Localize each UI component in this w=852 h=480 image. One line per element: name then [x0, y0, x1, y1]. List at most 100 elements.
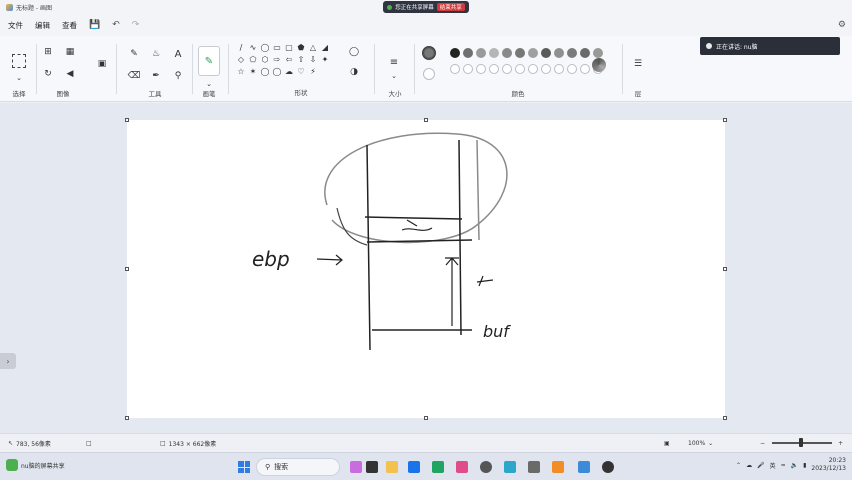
color-swatch[interactable] — [528, 48, 538, 58]
battery-icon[interactable]: ▮ — [803, 461, 807, 469]
windows-start-icon[interactable] — [238, 461, 250, 473]
fill-icon[interactable]: ◑ — [350, 67, 358, 77]
pentagon-shape-icon[interactable]: ⬠ — [249, 54, 257, 64]
tray-app-icon[interactable]: ☁ — [746, 461, 753, 469]
star4-shape-icon[interactable]: ✦ — [321, 54, 329, 64]
resize-handle[interactable] — [125, 416, 129, 420]
line-shape-icon[interactable]: ∕ — [239, 42, 243, 52]
layers-icon[interactable]: ☰ — [633, 59, 643, 69]
zoom-in-icon[interactable]: + — [838, 439, 844, 447]
arrow-right-shape-icon[interactable]: ⇨ — [273, 54, 281, 64]
taskbar-app-icon[interactable] — [350, 461, 362, 473]
taskbar-app-icon[interactable] — [432, 461, 444, 473]
undo-icon[interactable]: ↶ — [112, 20, 120, 30]
resize-handle[interactable] — [723, 267, 727, 271]
taskbar-search[interactable]: ⚲ 搜索 — [256, 458, 340, 476]
taskbar-app-icon[interactable] — [456, 461, 468, 473]
line-width-icon[interactable]: ≡ — [389, 56, 399, 68]
side-panel-toggle[interactable]: › — [0, 353, 16, 369]
arrow-down-shape-icon[interactable]: ⇩ — [309, 54, 317, 64]
curve-shape-icon[interactable]: ∿ — [249, 42, 257, 52]
eraser-icon[interactable]: ⌫ — [127, 71, 141, 81]
right-triangle-shape-icon[interactable]: ◢ — [321, 42, 329, 52]
taskbar-app-icon[interactable] — [602, 461, 614, 473]
star5-shape-icon[interactable]: ☆ — [237, 66, 245, 76]
color-swatch[interactable] — [463, 48, 473, 58]
chevron-down-icon[interactable]: ⌄ — [16, 74, 22, 82]
heart-shape-icon[interactable]: ♡ — [297, 66, 305, 76]
taskbar-app-icon[interactable] — [552, 461, 564, 473]
image-creator-icon[interactable]: ▣ — [97, 59, 107, 69]
stop-share-button[interactable]: 结束共享 — [436, 3, 465, 11]
color-swatch[interactable] — [541, 48, 551, 58]
settings-gear-icon[interactable]: ⚙ — [837, 20, 846, 30]
color-swatch[interactable] — [502, 64, 512, 74]
resize-handle[interactable] — [424, 118, 428, 122]
paint-taskbar-icon[interactable] — [578, 461, 590, 473]
color-swatch[interactable] — [463, 64, 473, 74]
arrow-up-shape-icon[interactable]: ⇧ — [297, 54, 305, 64]
color-swatch[interactable] — [515, 48, 525, 58]
color-swatch[interactable] — [554, 48, 564, 58]
color-swatch[interactable] — [476, 64, 486, 74]
taskbar-screen-share-app[interactable]: nu脑的屏幕共享 — [6, 459, 65, 471]
resize-handle[interactable] — [125, 267, 129, 271]
edit-colors-icon[interactable] — [592, 58, 606, 72]
zoom-out-icon[interactable]: − — [760, 439, 766, 447]
taskbar-app-icon[interactable] — [408, 461, 420, 473]
lightning-shape-icon[interactable]: ⚡ — [310, 66, 316, 76]
oval-shape-icon[interactable]: ◯ — [260, 42, 270, 52]
color-swatch[interactable] — [502, 48, 512, 58]
secondary-color-swatch[interactable] — [423, 68, 435, 80]
color-swatch[interactable] — [489, 48, 499, 58]
color-swatch[interactable] — [554, 64, 564, 74]
redo-icon[interactable]: ↷ — [131, 20, 140, 30]
star6-shape-icon[interactable]: ✶ — [249, 66, 257, 76]
callout-oval-shape-icon[interactable]: ◯ — [272, 66, 282, 76]
pencil-icon[interactable]: ✎ — [130, 49, 138, 59]
callout-round-shape-icon[interactable]: ◯ — [260, 66, 270, 76]
rectangle-shape-icon[interactable]: ▭ — [273, 42, 281, 52]
color-swatch[interactable] — [450, 64, 460, 74]
chevron-down-icon[interactable]: ⌄ — [391, 72, 397, 80]
color-swatch[interactable] — [567, 48, 577, 58]
clock[interactable]: 20:23 2023/12/13 — [811, 457, 846, 473]
rotate-icon[interactable]: ↻ — [44, 69, 52, 79]
color-swatch[interactable] — [476, 48, 486, 58]
callout-cloud-shape-icon[interactable]: ☁ — [285, 66, 293, 76]
polygon-shape-icon[interactable]: ⬟ — [297, 42, 305, 52]
resize-icon[interactable]: ▦ — [65, 47, 75, 57]
color-swatch[interactable] — [489, 64, 499, 74]
color-swatch[interactable] — [450, 48, 460, 58]
diamond-shape-icon[interactable]: ◇ — [237, 54, 245, 64]
color-swatch[interactable] — [515, 64, 525, 74]
color-swatch[interactable] — [567, 64, 577, 74]
arrow-left-shape-icon[interactable]: ⇦ — [285, 54, 293, 64]
zoom-slider-thumb[interactable] — [799, 438, 803, 447]
brush-button[interactable]: ✎ — [198, 46, 220, 76]
menu-view[interactable]: 查看 — [62, 20, 77, 30]
resize-handle[interactable] — [723, 416, 727, 420]
triangle-shape-icon[interactable]: △ — [309, 42, 317, 52]
zoom-level[interactable]: 100% ⌄ — [688, 440, 713, 447]
select-rectangle-icon[interactable] — [12, 54, 26, 68]
text-tool-icon[interactable]: A — [174, 48, 182, 60]
crop-icon[interactable]: ⊞ — [44, 47, 52, 57]
color-swatch[interactable] — [580, 48, 590, 58]
menu-edit[interactable]: 编辑 — [35, 20, 50, 30]
flip-icon[interactable]: ◀ — [66, 69, 74, 79]
fit-to-window-icon[interactable]: ▣ — [664, 439, 670, 447]
resize-handle[interactable] — [723, 118, 727, 122]
taskbar-app-icon[interactable] — [480, 461, 492, 473]
color-swatch[interactable] — [593, 48, 603, 58]
drawing-canvas[interactable]: ebp buf — [127, 120, 725, 418]
input-language[interactable]: 英 — [769, 462, 776, 470]
fill-bucket-icon[interactable]: ♨ — [151, 49, 161, 59]
taskbar-app-icon[interactable] — [528, 461, 540, 473]
save-icon[interactable]: 💾 — [89, 20, 101, 30]
microphone-icon[interactable]: 🎤 — [757, 461, 765, 469]
magnifier-icon[interactable]: ⚲ — [174, 71, 182, 81]
taskbar-app-icon[interactable] — [366, 461, 378, 473]
resize-handle[interactable] — [424, 416, 428, 420]
outline-icon[interactable]: ◯ — [348, 47, 360, 57]
